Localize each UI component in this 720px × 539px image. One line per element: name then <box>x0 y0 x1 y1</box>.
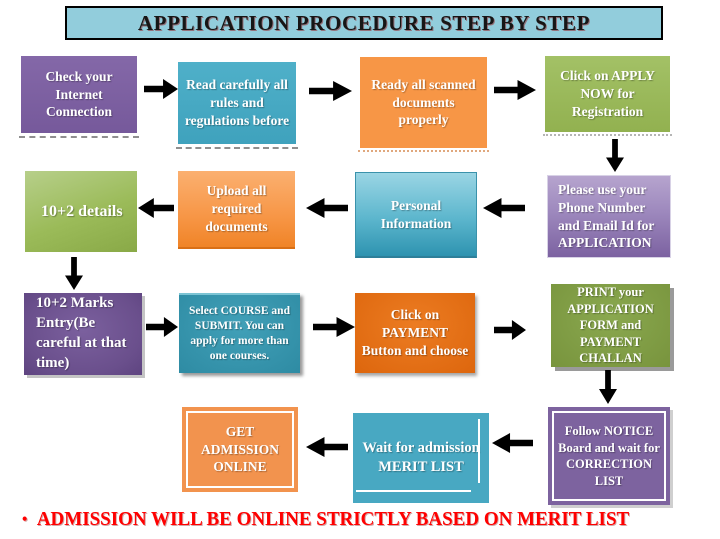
arrow-left-icon <box>306 437 348 457</box>
arrow-left-icon <box>138 198 174 218</box>
step-box-select-course: Select COURSE and SUBMIT. You can apply … <box>179 293 300 373</box>
step-box-print-form: PRINT your APPLICATION FORM and PAYMENT … <box>551 284 670 367</box>
footer-note-text: ADMISSION WILL BE ONLINE STRICTLY BASED … <box>36 508 630 530</box>
step-label: 10+2 details <box>41 202 123 220</box>
step-box-10-2-details: 10+2 details <box>25 171 137 252</box>
footer-note: • ADMISSION WILL BE ONLINE STRICTLY BASE… <box>22 508 629 532</box>
step-box-payment: Click on PAYMENT Button and choose <box>355 293 475 373</box>
step-box-phone-email: Please use your Phone Number and Email I… <box>547 175 671 258</box>
step-box-upload-documents: Upload all required documents <box>178 171 295 249</box>
step-label: Please use your Phone Number and Email I… <box>558 181 655 251</box>
step-label: Click on PAYMENT Button and choose <box>361 307 469 358</box>
step-box-scan-documents: Ready all scanned documents properly <box>358 57 489 152</box>
step-label: Upload all required documents <box>205 183 268 234</box>
arrow-right-icon <box>494 80 536 100</box>
step-label: 10+2 Marks Entry(Be careful at that time… <box>36 295 127 371</box>
step-label: Ready all scanned documents properly <box>371 76 476 128</box>
step-box-marks-entry: 10+2 Marks Entry(Be careful at that time… <box>24 293 142 375</box>
step-box-check-internet: Check your Internet Connection <box>19 56 139 138</box>
bullet-icon: • <box>22 511 28 528</box>
step-box-read-rules: Read carefully all rules and regulations… <box>176 62 298 149</box>
step-label: Check your Internet Connection <box>45 68 113 120</box>
step-label: Read carefully all rules and regulations… <box>184 77 290 128</box>
step-label: PRINT your APPLICATION FORM and PAYMENT … <box>567 285 654 366</box>
arrow-down-icon <box>606 139 624 172</box>
step-box-notice-board: Follow NOTICE Board and wait for CORRECT… <box>548 407 670 505</box>
step-label: GET ADMISSION ONLINE <box>200 423 279 475</box>
step-box-merit-list: Wait for admission MERIT LIST <box>353 413 489 503</box>
arrow-down-icon <box>65 257 83 290</box>
page-title: APPLICATION PROCEDURE STEP BY STEP <box>65 6 663 40</box>
step-box-personal-information: Personal Information <box>355 172 477 258</box>
step-box-apply-now: Click on APPLY NOW for Registration <box>543 56 672 136</box>
step-label: Select COURSE and SUBMIT. You can apply … <box>189 304 290 363</box>
arrow-down-icon <box>599 370 617 404</box>
step-label: Personal Information <box>380 197 452 231</box>
page-title-text: APPLICATION PROCEDURE STEP BY STEP <box>137 10 591 35</box>
arrow-right-icon <box>309 81 352 101</box>
arrow-right-icon <box>144 79 178 99</box>
arrow-right-icon <box>313 317 355 337</box>
step-label: Wait for admission MERIT LIST <box>362 439 480 475</box>
arrow-right-icon <box>146 317 178 337</box>
arrow-right-icon <box>494 320 526 340</box>
step-label: Follow NOTICE Board and wait for CORRECT… <box>558 424 660 488</box>
arrow-left-icon <box>483 198 525 218</box>
arrow-left-icon <box>306 198 348 218</box>
arrow-left-icon <box>492 433 533 453</box>
step-box-get-admission: GET ADMISSION ONLINE <box>182 407 298 492</box>
step-label: Click on APPLY NOW for Registration <box>560 68 655 119</box>
